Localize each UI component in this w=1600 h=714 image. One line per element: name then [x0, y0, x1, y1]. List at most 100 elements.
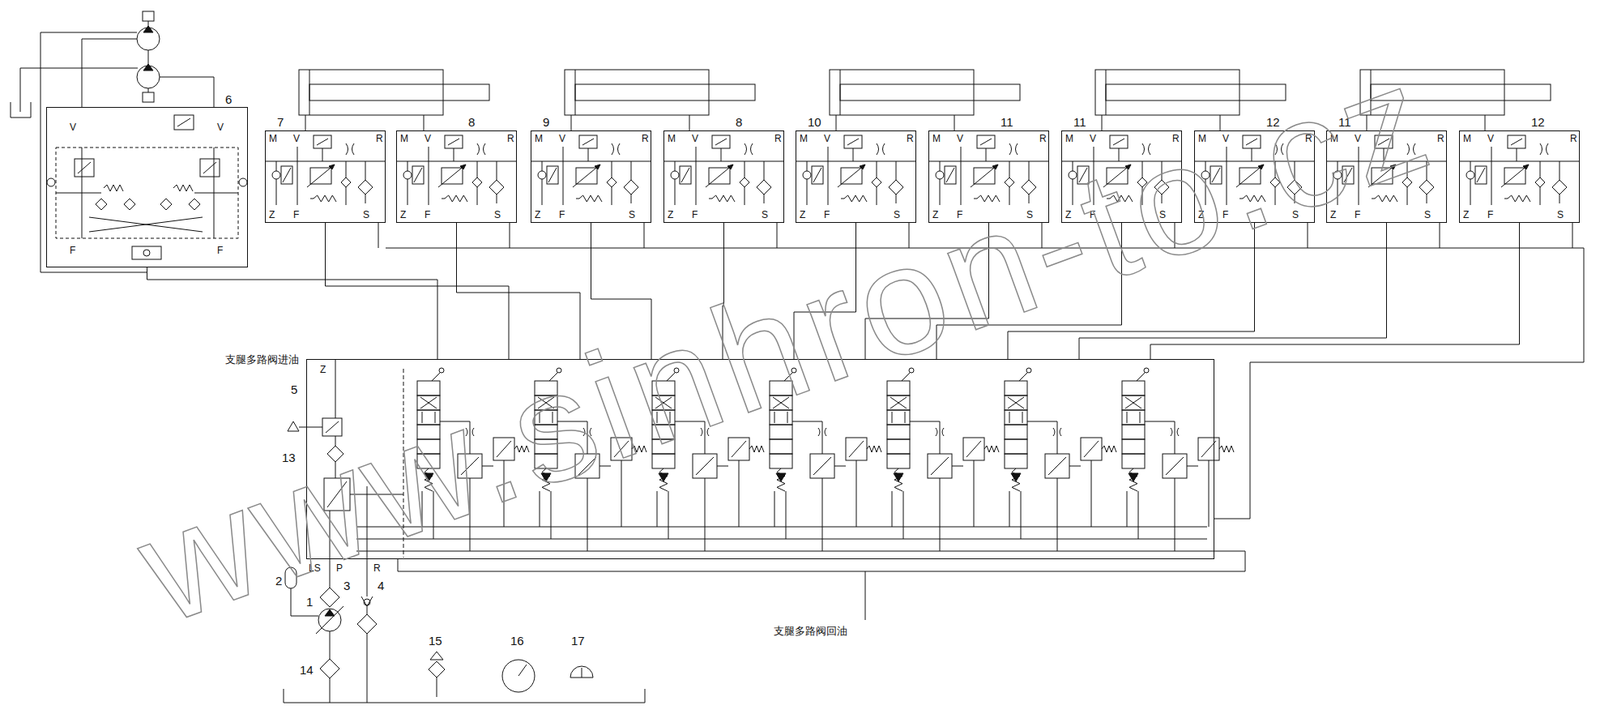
spring-symbol	[103, 184, 124, 192]
hydraulic-line	[681, 167, 690, 183]
hydraulic-line	[397, 571, 1246, 572]
spool-cell	[1122, 439, 1145, 454]
pilot-check	[546, 166, 559, 184]
callout-number: 8	[468, 115, 475, 129]
hydraulic-line	[1501, 164, 1529, 188]
hydraulic-line	[1572, 222, 1574, 248]
port-label: V	[293, 133, 300, 146]
port-label: R	[1039, 133, 1047, 146]
port-label: M	[1463, 133, 1472, 146]
port-label: R	[641, 133, 649, 146]
valve-block: 9MVRZFS	[530, 130, 652, 223]
hydraulic-line	[980, 138, 992, 146]
hydraulic-line	[40, 272, 147, 274]
check-valve	[1011, 473, 1021, 482]
port-label: V	[1089, 133, 1097, 146]
hydraulic-line	[715, 138, 727, 146]
compensator	[810, 453, 835, 478]
spring-symbol	[1011, 468, 1020, 491]
hydraulic-line	[763, 194, 765, 204]
hydraulic-line	[448, 138, 460, 146]
port-label: V	[823, 133, 831, 146]
compensator	[1162, 453, 1187, 478]
hydraulic-line	[674, 161, 676, 171]
hydraulic-line	[836, 115, 837, 131]
valve-block: 6VVFF	[46, 106, 248, 268]
hydraulic-line	[1136, 372, 1145, 381]
hydraulic-line	[785, 490, 787, 539]
hydraulic-line	[837, 164, 866, 188]
breather-symbol	[287, 421, 299, 431]
hydraulic-line	[1009, 490, 1011, 527]
hydraulic-line	[806, 179, 808, 205]
check-valve	[143, 249, 150, 256]
hydraulic-line	[1144, 421, 1175, 423]
filter-symbol	[756, 179, 772, 195]
check-valve	[606, 177, 617, 188]
hydraulic-line	[20, 68, 138, 69]
hydraulic-line	[695, 146, 697, 205]
hydraulic-line	[297, 146, 299, 205]
port-label: S	[362, 209, 370, 222]
hydraulic-line	[159, 76, 214, 78]
hydraulic-line	[1069, 465, 1081, 467]
hydraulic-line	[40, 32, 42, 273]
lever-knob	[1143, 367, 1149, 373]
hydraulic-line	[571, 115, 572, 131]
hydraulic-line	[704, 477, 706, 551]
hydraulic-line	[631, 161, 632, 180]
check-valve	[1535, 177, 1545, 188]
hydraulic-line	[431, 372, 440, 381]
callout-number: 4	[377, 578, 384, 593]
hydraulic-line	[265, 161, 385, 163]
hydraulic-line	[1125, 396, 1142, 409]
callout-number: 11	[1073, 115, 1087, 129]
breather-symbol	[430, 651, 444, 660]
hydraulic-line	[792, 421, 823, 423]
hydraulic-line	[1540, 187, 1541, 205]
hydraulic-line	[396, 161, 517, 163]
orifice-symbol	[1177, 427, 1179, 436]
cylinder-rod	[840, 84, 1020, 101]
relief-valve	[174, 115, 194, 130]
hydraulic-line	[77, 162, 91, 174]
spring-symbol	[712, 195, 735, 202]
hydraulic-line	[148, 50, 150, 66]
hydraulic-line	[1105, 69, 1107, 116]
arrow-head	[1523, 164, 1529, 170]
hydraulic-line	[985, 148, 987, 162]
hydraulic-line	[55, 192, 102, 194]
hydraulic-line	[518, 664, 527, 676]
check-valve	[1466, 170, 1475, 180]
hydraulic-line	[763, 161, 765, 180]
hydraulic-line	[309, 69, 311, 116]
arrow-head	[859, 164, 866, 170]
hydraulic-line	[438, 164, 466, 188]
orifice-symbol	[483, 143, 487, 155]
pilot-check	[1475, 166, 1487, 184]
hydraulic-line	[329, 631, 331, 659]
compensator	[692, 453, 717, 478]
port-label: V	[956, 133, 964, 146]
spring-symbol	[313, 195, 337, 202]
hydraulic-line	[1250, 362, 1584, 363]
spool-cell	[769, 439, 793, 454]
spool-cell	[887, 424, 910, 440]
hydraulic-line	[40, 32, 137, 34]
hydraulic-line	[203, 162, 217, 174]
lever-knob	[439, 367, 444, 373]
check-valve	[935, 170, 944, 180]
hydraulic-line	[329, 678, 331, 703]
cylinder-body	[298, 69, 444, 116]
hydraulic-line	[1126, 411, 1128, 423]
hydraulic-line	[776, 222, 778, 248]
hydraulic-line	[951, 465, 964, 467]
orifice-symbol	[352, 143, 355, 155]
port-label: M	[268, 133, 278, 146]
valve-frame	[55, 147, 239, 239]
hydraulic-line	[939, 421, 941, 454]
hydraulic-line	[1484, 115, 1486, 131]
hydraulic-line	[213, 76, 215, 107]
port-label: F	[69, 245, 76, 257]
spool-cell	[1004, 380, 1028, 396]
